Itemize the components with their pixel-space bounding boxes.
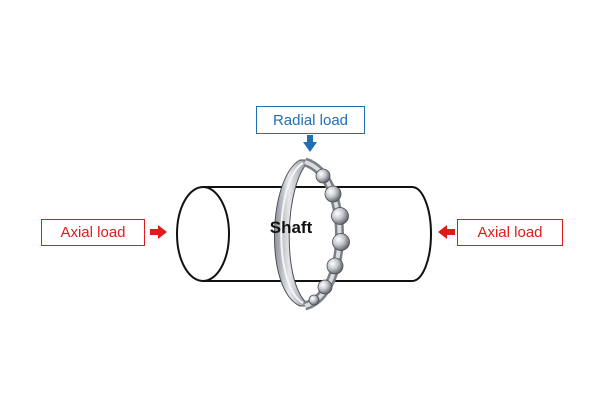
shaft-body <box>203 186 432 282</box>
shaft-label: Shaft <box>269 218 313 237</box>
shaft <box>176 186 432 282</box>
bearing-ball <box>332 233 350 251</box>
axial-load-arrow-left <box>150 225 167 239</box>
axial-load-label-right: Axial load <box>457 219 563 246</box>
radial-load-arrow <box>303 135 317 152</box>
bearing-ball <box>324 185 342 203</box>
shaft-end-face <box>176 186 230 282</box>
bearing-ball <box>326 257 344 275</box>
radial-load-label: Radial load <box>256 106 365 134</box>
ball-bearing <box>274 157 350 311</box>
axial-load-arrow-right <box>438 225 455 239</box>
bearing-balls <box>308 168 350 306</box>
bearing-ball <box>308 294 320 306</box>
bearing-ball <box>331 207 349 225</box>
bearing-ball <box>315 168 331 184</box>
bearing-ball <box>317 279 333 295</box>
axial-load-label-left: Axial load <box>41 219 145 246</box>
